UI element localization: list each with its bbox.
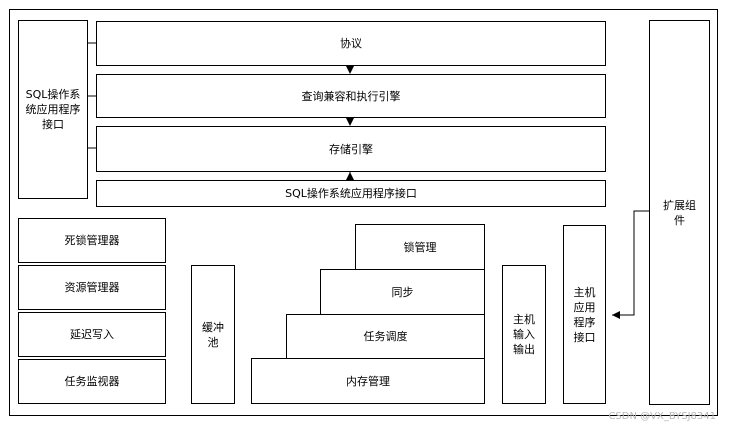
- deadlock-manager-box: 死锁管理器: [18, 218, 166, 263]
- host-io-box: 主机输入输出: [502, 265, 546, 404]
- sync-box: 同步: [320, 269, 485, 315]
- protocol-label: 协议: [340, 37, 362, 50]
- buffer-pool-label: 缓冲池: [202, 320, 224, 349]
- watermark: CSDN @VX_BYSJ8341: [608, 411, 716, 422]
- task-scheduling-box: 任务调度: [286, 314, 485, 359]
- outer-frame: [9, 9, 718, 416]
- arrowhead-down-2: [346, 118, 354, 126]
- query-engine-label: 查询兼容和执行引擎: [301, 89, 401, 103]
- storage-engine-layer: 存储引擎: [96, 126, 606, 172]
- protocol-layer: 协议: [96, 21, 606, 66]
- task-scheduling-label: 任务调度: [363, 330, 408, 343]
- lock-management-box: 锁管理: [355, 224, 485, 270]
- sync-label: 同步: [391, 285, 414, 299]
- task-monitor-box: 任务监视器: [18, 359, 166, 404]
- buffer-pool-box: 缓冲池: [191, 265, 235, 404]
- sql-api-left-label: SQL操作系统应用程序接口: [25, 88, 81, 131]
- host-io-label: 主机输入输出: [513, 313, 535, 356]
- storage-engine-label: 存储引擎: [329, 142, 373, 156]
- deadlock-manager-label: 死锁管理器: [64, 234, 120, 247]
- arrowhead-up: [346, 172, 354, 180]
- task-monitor-label: 任务监视器: [64, 375, 120, 388]
- memory-management-label: 内存管理: [346, 374, 390, 388]
- sql-api-left-box: SQL操作系统应用程序接口: [18, 20, 88, 199]
- extension-label: 扩展组件: [663, 198, 696, 227]
- sql-api-bar-label: SQL操作系统应用程序接口: [285, 187, 417, 200]
- resource-manager-label: 资源管理器: [64, 281, 120, 294]
- lazy-writer-label: 延迟写入: [70, 328, 114, 341]
- arrowhead-left: [612, 311, 620, 319]
- connector-extension-host-api: [612, 210, 649, 316]
- lazy-writer-box: 延迟写入: [18, 312, 166, 357]
- resource-manager-box: 资源管理器: [18, 265, 166, 310]
- query-engine-layer: 查询兼容和执行引擎: [96, 74, 606, 118]
- arrowhead-down-1: [346, 66, 354, 74]
- memory-management-box: 内存管理: [251, 358, 485, 404]
- extension-box: 扩展组件: [649, 20, 710, 405]
- host-app-api-label: 主机应用程序接口: [573, 285, 596, 344]
- lock-management-label: 锁管理: [403, 240, 437, 254]
- sql-api-bar: SQL操作系统应用程序接口: [96, 180, 606, 207]
- host-app-api-box: 主机应用程序接口: [563, 225, 606, 404]
